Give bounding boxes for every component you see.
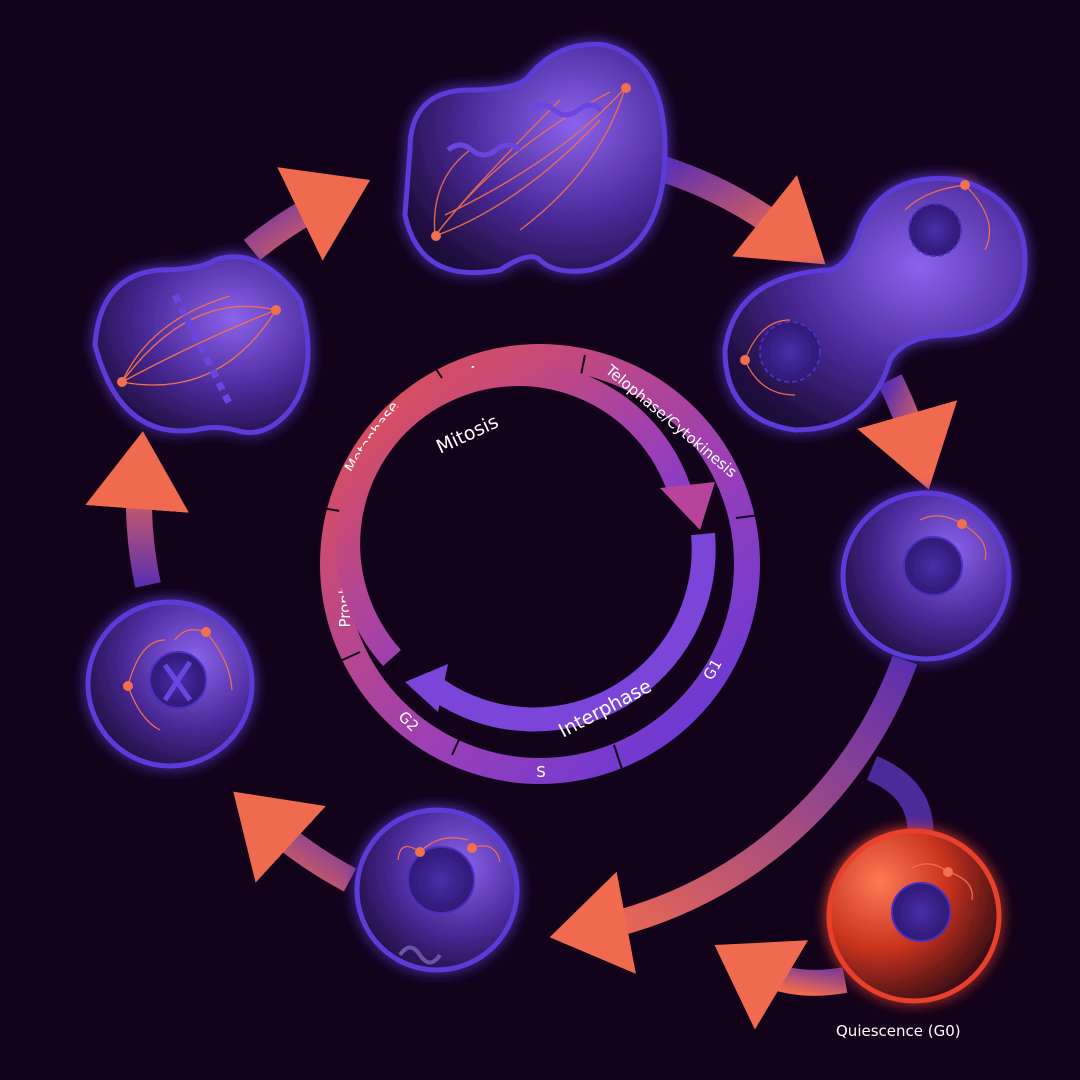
arrow-anaphase-to-telophase <box>655 155 826 265</box>
cell-g1 <box>840 490 1012 662</box>
arrow-telophase-to-g1 <box>857 374 958 490</box>
ring-label-s: S <box>536 763 546 781</box>
inner-arcs: Mitosis Interphase <box>336 362 716 742</box>
cell-anaphase <box>402 41 668 276</box>
logo-icon <box>398 945 442 965</box>
arrow-g2-to-prophase <box>233 791 357 892</box>
cell-telophase <box>722 176 1028 433</box>
arrow-g1-to-g2 <box>549 655 918 974</box>
arrow-g0-to-cycle <box>714 940 848 1030</box>
cell-metaphase <box>92 254 311 435</box>
mitosis-arc <box>336 362 692 667</box>
outer-cycle-arrows <box>85 155 958 1030</box>
cell-g2 <box>354 807 520 973</box>
cell-prophase <box>85 599 255 769</box>
mitosis-label: Mitosis <box>433 411 502 459</box>
arrow-metaphase-to-anaphase <box>243 167 371 261</box>
interphase-arc <box>431 532 716 732</box>
cell-g0 <box>826 828 1002 1004</box>
quiescence-label: Quiescence (G0) <box>836 1022 961 1040</box>
arrow-prophase-to-metaphase <box>85 431 189 588</box>
